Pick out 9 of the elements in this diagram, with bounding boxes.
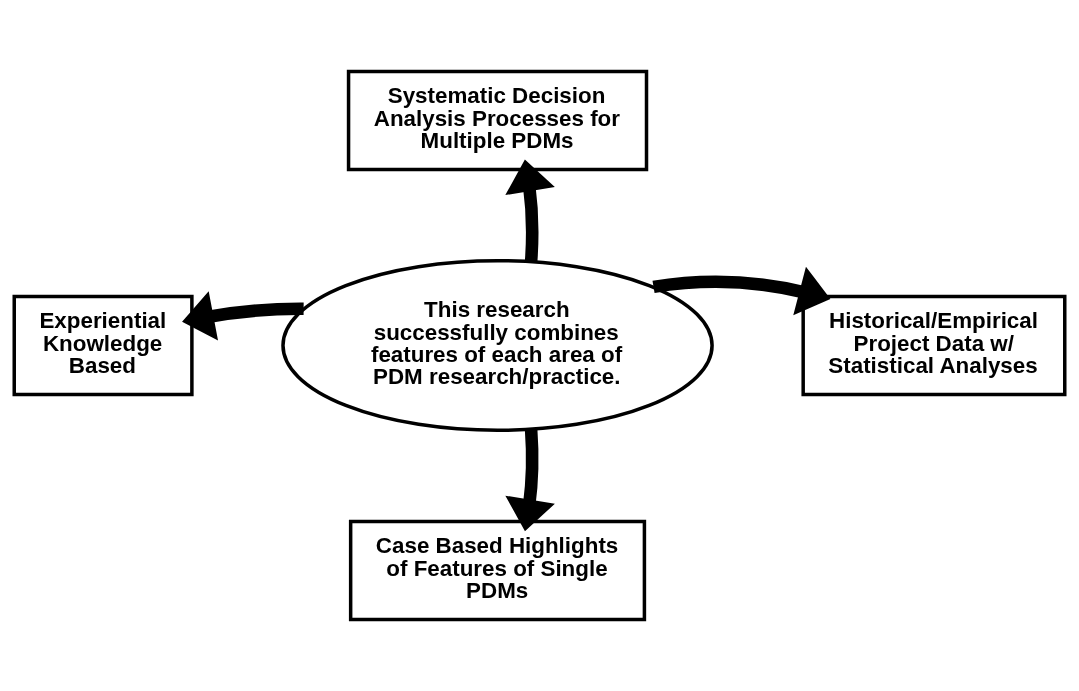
node-ellipse: This research successfully combines features of each area of PDM research/practice.: [281, 258, 714, 433]
arrow: [505, 159, 555, 262]
arrow: [505, 429, 555, 532]
node-box: Systematic Decision Analysis Processes for Multiple PDMs: [346, 69, 649, 172]
arrow: [182, 291, 304, 341]
arrow: [652, 266, 831, 316]
node-box: Experiential Knowledge Based: [12, 294, 194, 397]
node-box: Historical/Empirical Project Data w/ Statistical Analyses: [801, 294, 1067, 397]
node-box: Case Based Highlights of Features of Single PDMs: [348, 519, 647, 622]
